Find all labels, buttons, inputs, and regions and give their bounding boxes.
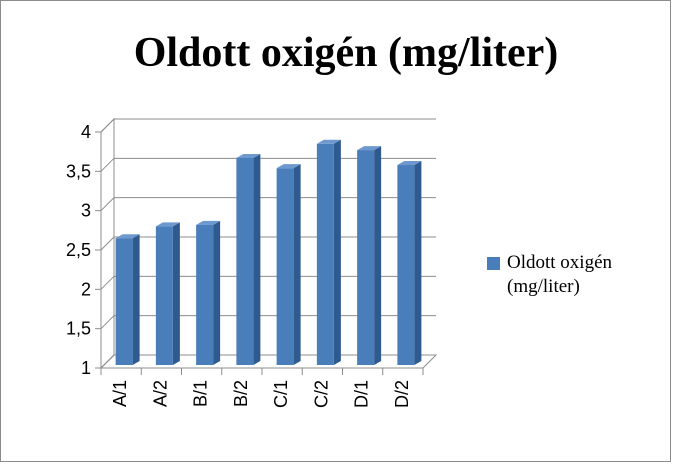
bar-side (253, 153, 261, 365)
bar-side (132, 234, 140, 365)
bar-top (236, 153, 261, 158)
bar-top (276, 164, 301, 169)
y-tick-label: 3,5 (66, 161, 91, 181)
legend-swatch (487, 257, 500, 270)
bar-side (374, 146, 382, 365)
chart-walls (99, 117, 438, 370)
chart-title: Oldott oxigén (mg/liter) (133, 30, 559, 76)
x-tick-label: A/1 (110, 380, 130, 407)
gridline (100, 236, 436, 251)
bar (397, 165, 415, 365)
x-tick-label: A/2 (150, 380, 170, 407)
gridline (100, 118, 436, 133)
bar (236, 157, 254, 365)
bar-side (414, 161, 422, 365)
x-tick-label: C/1 (271, 380, 291, 408)
x-tick-label: D/2 (392, 380, 412, 408)
y-tick-label: 2,5 (66, 240, 91, 260)
x-tick-label: D/1 (352, 380, 372, 408)
bar-side (213, 220, 221, 365)
gridline (100, 197, 436, 212)
gridlines (95, 118, 436, 369)
gridline (100, 275, 436, 290)
y-tick-label: 1,5 (66, 319, 91, 339)
bar-side (333, 139, 341, 365)
bar-top (316, 139, 341, 144)
bar (357, 150, 375, 365)
x-tick-label: B/2 (231, 380, 251, 407)
x-axis-ticks: A/1 A/2 B/1 B/2 C/1 C/2 D/1 D/2 (100, 368, 424, 408)
bar (115, 238, 133, 365)
gridline (100, 354, 436, 369)
y-tick-label: 3 (81, 201, 91, 221)
bar (316, 143, 334, 365)
y-tick-label: 4 (81, 122, 91, 142)
y-tick-label: 1 (81, 358, 91, 378)
legend-label: Oldott oxigén (mg/liter) (507, 252, 613, 297)
bar-top (357, 146, 382, 151)
bar-top (196, 220, 221, 225)
gridline (100, 315, 436, 330)
bar (276, 168, 294, 365)
bar-top (397, 161, 422, 166)
bar-top (115, 234, 140, 239)
y-axis-ticks: 1 1,5 2 2,5 3 3,5 4 (66, 122, 91, 378)
gridline (100, 157, 436, 172)
bar-top (155, 222, 180, 227)
x-tick-label: B/1 (191, 380, 211, 407)
bar-side (172, 222, 180, 365)
floor (99, 354, 438, 369)
bar-side (293, 164, 301, 365)
bars (115, 139, 422, 365)
y-tick-label: 2 (81, 279, 91, 299)
bar (196, 224, 214, 365)
x-tick-label: C/2 (311, 380, 331, 408)
bar (155, 226, 173, 365)
